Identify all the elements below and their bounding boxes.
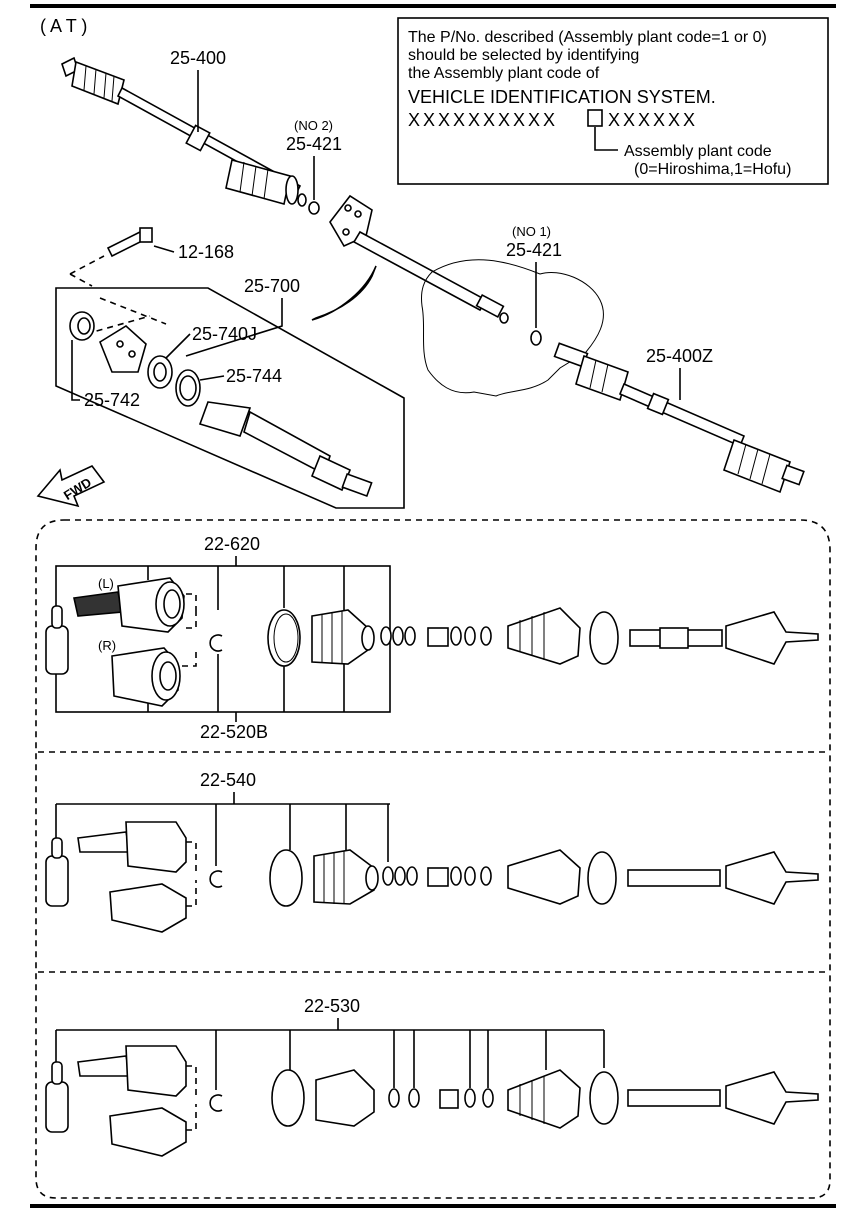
label-22-530: 22-530 <box>304 996 360 1016</box>
label-25-421-a: 25-421 <box>286 134 342 154</box>
fwd-arrow-icon: FWD <box>36 465 106 508</box>
label-22-520b: 22-520B <box>200 722 268 742</box>
label-25-700: 25-700 <box>244 276 300 296</box>
kit-row-22-620 <box>45 556 819 722</box>
assembly-code-values: (0=Hiroshima,1=Hofu) <box>634 161 791 178</box>
label-25-400: 25-400 <box>170 48 226 68</box>
inset-25-700 <box>55 255 405 509</box>
plant-code-box <box>587 109 603 127</box>
vin-right: XXXXXX <box>608 110 698 130</box>
clip-no2 <box>308 201 320 215</box>
note-line-4: VEHICLE IDENTIFICATION SYSTEM. <box>408 87 716 107</box>
top-rule <box>30 4 836 8</box>
clip-no1 <box>530 330 542 346</box>
label-12-168: 12-168 <box>178 242 234 262</box>
label-25-421-b: 25-421 <box>506 240 562 260</box>
kit-frame <box>35 519 831 1199</box>
kit-row-22-540 <box>45 792 819 933</box>
bottom-rule <box>30 1204 836 1208</box>
drive-shaft-right <box>553 342 805 494</box>
note-line-1: The P/No. described (Assembly plant code… <box>408 29 767 46</box>
intermediate-shaft <box>329 194 509 324</box>
note-line-3: the Assembly plant code of <box>408 65 600 82</box>
plant-code-note: The P/No. described (Assembly plant code… <box>397 17 829 185</box>
assembly-code-label: Assembly plant code <box>624 143 772 160</box>
label-no2: (NO 2) <box>294 118 333 133</box>
right-mark: (R) <box>98 638 116 653</box>
label-25-740j: 25-740J <box>192 324 257 344</box>
bolt-12-168 <box>106 227 153 258</box>
kit-row-22-530 <box>45 1018 819 1157</box>
mode-label: ( A T ) <box>40 16 87 36</box>
label-25-400z: 25-400Z <box>646 346 713 366</box>
label-no1: (NO 1) <box>512 224 551 239</box>
note-line-2: should be selected by identifying <box>408 47 639 64</box>
pointer-arrow <box>311 265 377 321</box>
vin-left: XXXXXXXXXX <box>408 110 558 130</box>
transaxle-outline <box>421 259 604 397</box>
label-22-540: 22-540 <box>200 770 256 790</box>
label-25-742: 25-742 <box>84 390 140 410</box>
label-25-744: 25-744 <box>226 366 282 386</box>
drive-shaft-left <box>61 56 307 207</box>
label-22-620: 22-620 <box>204 534 260 554</box>
left-mark: (L) <box>98 576 114 591</box>
